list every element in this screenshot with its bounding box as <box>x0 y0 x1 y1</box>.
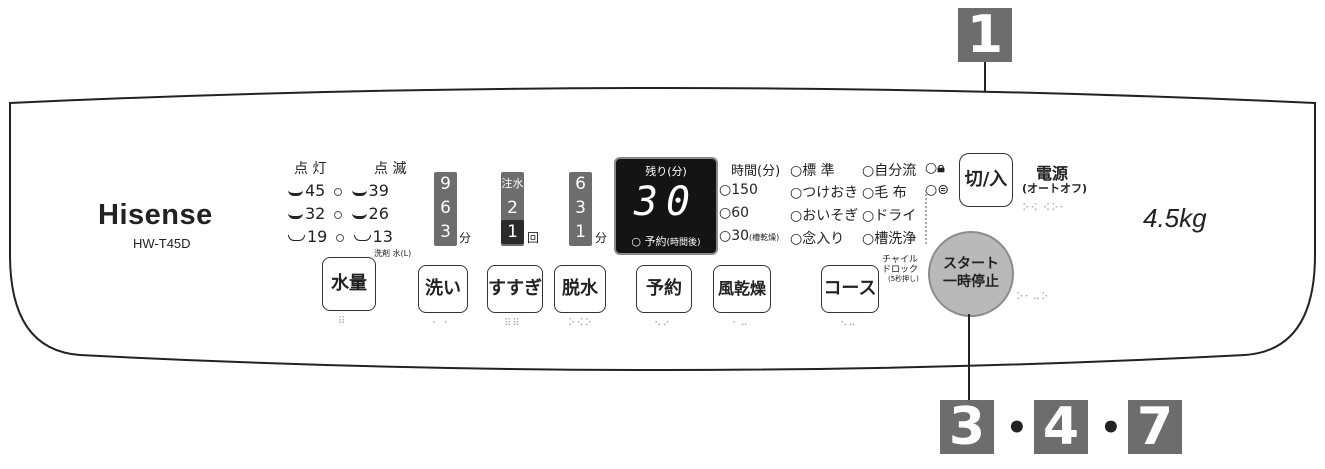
rinse-count-unit: 回 <box>527 231 540 245</box>
braille-marking: ⠕⠂⠤⠕ <box>1016 292 1050 303</box>
brand-logo: Hisense <box>98 199 213 231</box>
power-button[interactable]: 切/入 <box>959 153 1013 207</box>
rinse-count-value: 1 <box>501 220 524 244</box>
reserve-button[interactable]: 予約 <box>636 265 692 313</box>
display-digits: 30 <box>633 179 699 225</box>
course-option: ○毛 布 <box>862 185 907 201</box>
water-level-header-blink: 点 滅 <box>374 161 407 177</box>
detergent-cup-icon <box>288 187 303 196</box>
course-option: ○標 準 <box>790 163 835 179</box>
water-level-row: 45 39 <box>288 181 389 200</box>
braille-marking: ⠿⠿ <box>504 318 521 329</box>
detergent-cup-icon <box>288 210 303 219</box>
callout-separator: • <box>1006 408 1028 448</box>
braille-marking: ⠕⠪ ⠪⠕⠂ <box>1022 203 1068 214</box>
child-lock-label: チャイル <box>882 255 918 265</box>
power-sub-label: (オートオフ) <box>1022 182 1088 195</box>
start-label: スタート <box>943 256 999 272</box>
spin-button[interactable]: 脱水 <box>554 265 606 313</box>
course-button[interactable]: コース <box>821 265 879 313</box>
course-option: ○つけおき <box>790 185 859 201</box>
callout-badge-1: 1 <box>958 8 1012 62</box>
rinse-count-value: 2 <box>507 198 518 218</box>
detergent-cup-icon <box>353 234 371 241</box>
dry-time-option: ○30(槽乾燥) <box>719 228 780 244</box>
lid-lock-indicator: ○⊜ <box>925 182 949 198</box>
wash-time-unit: 分 <box>459 231 472 245</box>
child-lock-bracket <box>925 190 927 246</box>
remaining-time-display: 残り(分) 30 ○ 予約(時間後) <box>614 157 718 255</box>
callout-separator: • <box>1100 408 1122 448</box>
child-lock-note: (5秒押し) <box>888 275 919 283</box>
display-remaining-label: 残り(分) <box>645 165 687 178</box>
braille-marking: ⠕⠪⠕ <box>568 318 593 329</box>
course-option: ○おいそぎ <box>790 208 859 224</box>
rinse-count-indicator: 注水 2 1 <box>501 172 524 246</box>
dry-time-option: ○150 <box>719 182 758 198</box>
callout-badge-7: 7 <box>1128 400 1182 454</box>
braille-marking: ⠂⠐ <box>432 318 449 329</box>
air-dry-button[interactable]: 風乾燥 <box>713 265 771 313</box>
spin-time-value: 1 <box>575 222 586 242</box>
dry-time-option: ○60 <box>719 205 750 221</box>
detergent-cup-icon <box>288 234 305 241</box>
detergent-cup-icon <box>351 210 367 219</box>
indicator-lamp <box>334 210 343 219</box>
callout-badge-3: 3 <box>940 400 994 454</box>
detergent-cup-icon <box>351 187 367 196</box>
spin-time-value: 6 <box>575 174 586 194</box>
wash-button[interactable]: 洗い <box>418 265 468 313</box>
wash-time-value: 9 <box>440 174 451 194</box>
course-option: ○自分流 <box>862 163 917 179</box>
wash-time-indicator: 9 6 3 <box>434 172 457 246</box>
spin-time-value: 3 <box>575 198 586 218</box>
rinse-button[interactable]: すすぎ <box>487 265 543 313</box>
braille-marking: ⠿ <box>338 316 347 327</box>
course-option: ○ドライ <box>862 208 917 224</box>
callout-badge-4: 4 <box>1034 400 1088 454</box>
lock-indicator: ○🔒︎ <box>925 160 945 176</box>
braille-marking: ⠢⠔ <box>654 318 671 329</box>
display-reserve-label: ○ 予約(時間後) <box>631 235 701 248</box>
water-level-row: 19 13 <box>288 227 393 246</box>
capacity-label: 4.5kg <box>1143 203 1207 233</box>
water-level-header-on: 点 灯 <box>294 161 327 177</box>
indicator-lamp <box>334 187 343 196</box>
pause-label: 一時停止 <box>943 274 999 290</box>
indicator-lamp <box>336 233 345 242</box>
rotate-lock-icon: ⊜ <box>937 182 949 198</box>
start-pause-button[interactable]: スタート 一時停止 <box>928 231 1014 317</box>
child-lock-label: ドロック <box>882 265 919 275</box>
course-option: ○槽洗浄 <box>862 231 917 247</box>
spin-time-indicator: 6 3 1 <box>569 172 592 246</box>
water-level-button[interactable]: 水量 <box>322 257 376 311</box>
wash-time-value: 6 <box>440 198 451 218</box>
callout-leader-bottom <box>968 314 970 400</box>
wash-time-value: 3 <box>440 222 451 242</box>
dry-time-header: 時間(分) <box>731 164 781 179</box>
power-label: 電源 <box>1036 164 1069 183</box>
braille-marking: ⠢⠤ <box>840 318 857 329</box>
lock-icon: 🔒︎ <box>937 160 945 176</box>
braille-marking: ⠂⠤ <box>732 318 749 329</box>
model-number: HW-T45D <box>133 236 191 251</box>
rinse-count-value: 注水 <box>501 177 524 190</box>
spin-time-unit: 分 <box>595 231 608 245</box>
water-level-sub-label: 洗剤 水(L) <box>374 249 412 258</box>
water-level-row: 32 26 <box>288 204 389 223</box>
course-option: ○念入り <box>790 231 845 247</box>
